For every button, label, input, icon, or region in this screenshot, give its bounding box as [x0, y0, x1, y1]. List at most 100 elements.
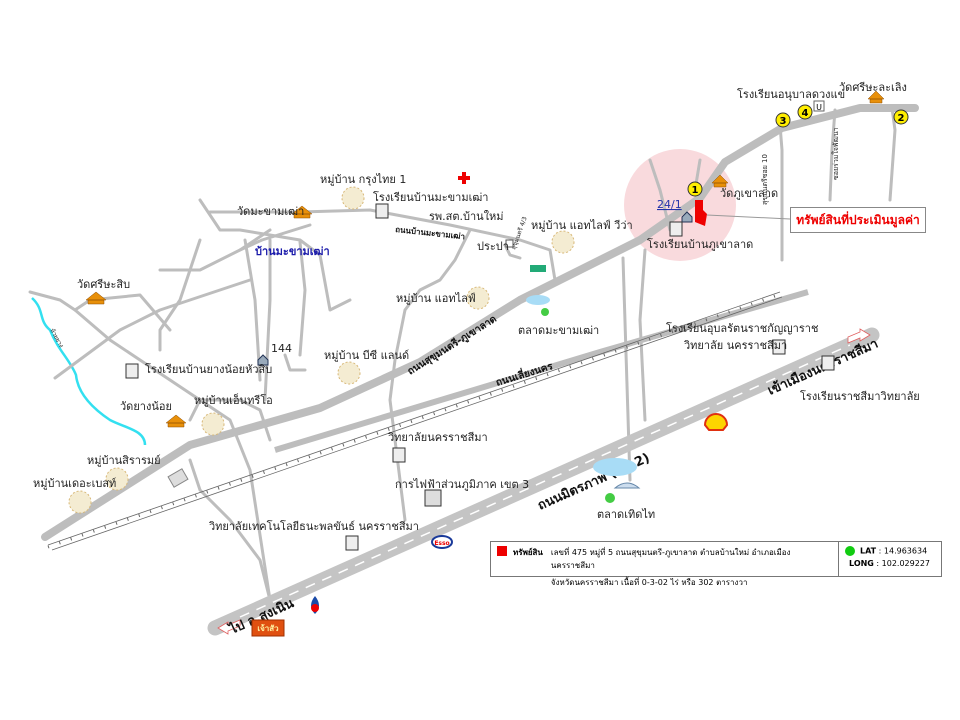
lat-label: LAT — [860, 546, 877, 556]
village-icon — [551, 230, 575, 254]
esso-icon — [431, 535, 453, 549]
water-works-icon — [505, 239, 514, 248]
cloud-icon — [593, 458, 637, 476]
school-icon — [392, 447, 406, 463]
shrine-label: เจ้าสัว — [257, 623, 279, 633]
pea-icon — [424, 489, 442, 507]
school-icons — [125, 203, 835, 551]
label-water-works: ประปา — [477, 240, 509, 253]
long-value: 102.029227 — [881, 559, 931, 568]
school-icon — [345, 535, 359, 551]
minor-roads — [28, 106, 897, 602]
temple-icons — [85, 90, 885, 428]
village-icon — [105, 467, 129, 491]
soi-10-label: สุขุมนตรีซอย 10 — [761, 154, 769, 205]
temple-icon — [165, 414, 187, 428]
marker-4: 4 — [802, 108, 809, 119]
label-village-krungthai: หมู่บ้าน กรุงไทย 1 — [320, 173, 406, 186]
bypass-label: ถนนเลี่ยงนคร — [494, 358, 555, 389]
arrow-right-icon — [847, 328, 871, 344]
label-wat-phu-khao-lat: วัดภูเขาลาด — [720, 187, 778, 200]
marker-3: 3 — [780, 116, 787, 127]
house-icon — [257, 354, 269, 366]
property-pointer-line — [706, 214, 791, 220]
school-icon — [125, 363, 139, 379]
village-icon — [466, 286, 490, 310]
label-village-n3o: หมู่บ้านเอ็นทรีโอ — [194, 393, 273, 407]
school-icon — [772, 339, 786, 355]
sukhumontri-label: ถนนสุขุมนตรี-ภูเขาลาด — [405, 313, 499, 379]
station-icon — [167, 468, 189, 488]
label-village-sirarom: หมู่บ้านสิรารมย์ — [87, 454, 161, 467]
legend-coordinates: LAT : 14.963634 LONG : 102.029227 — [839, 542, 941, 576]
label-makham-market: ตลาดมะขามเฒ่า — [518, 324, 599, 337]
umbrella-icon — [613, 482, 641, 489]
legend: ทรัพย์สิน เลขที่ 475 หมู่ที่ 5 ถนนสุขุมน… — [490, 541, 942, 587]
ptt-icon-dot — [311, 604, 319, 612]
label-wat-sri-sa-sip: วัดศรีษะสิบ — [77, 278, 130, 291]
temple-icon — [867, 90, 885, 104]
temple-icon — [711, 174, 729, 188]
label-ubon-school: โรงเรียนอุบลรัตนราชกัญญาราช — [666, 321, 818, 335]
village-icon — [337, 361, 361, 385]
label-makham-school: โรงเรียนบ้านมะขามเฒ่า — [373, 190, 488, 204]
shop-icon — [530, 265, 546, 272]
village-icons — [68, 186, 575, 514]
soi-ruam-label: ซอยร่วมใจพัฒนา — [831, 127, 840, 180]
school-icon — [821, 355, 835, 371]
property-marker — [695, 200, 707, 226]
label-ubon-school-2: วิทยาลัย นครราชสีมา — [683, 339, 787, 352]
village-icon — [68, 490, 92, 514]
label-pea: การไฟฟ้าส่วนภูมิภาค เขต 3 — [395, 478, 529, 491]
house-number: 144 — [271, 342, 292, 355]
legend-address: ทรัพย์สิน เลขที่ 475 หมู่ที่ 5 ถนนสุขุมน… — [491, 542, 839, 587]
label-wat-yang-noi: วัดยางน้อย — [120, 400, 172, 413]
temple-icon — [291, 205, 313, 219]
label-village-bc-land: หมู่บ้าน บีซี แลนด์ — [324, 349, 409, 362]
arrow-left-icon — [217, 619, 241, 635]
label-village-atlife: หมู่บ้าน แอทไลฟ์ — [396, 292, 476, 305]
label-village-the-best: หมู่บ้านเดอะเบสท์ — [33, 477, 116, 490]
school-icon — [375, 203, 389, 219]
markers: 1 2 3 4 U — [687, 100, 909, 197]
shrine-icon — [251, 619, 285, 637]
house-icon — [681, 211, 693, 223]
market-icon — [541, 308, 549, 316]
sukhumontri-road — [41, 104, 919, 541]
label-ratchasima-school: โรงเรียนราชสีมาวิทยาลัย — [800, 389, 920, 403]
label-wat-sri-lasoeng: วัดศรีษะละเลิง — [839, 81, 907, 94]
long-label: LONG — [849, 559, 874, 568]
lat-value: 14.963634 — [883, 546, 928, 556]
gps-icon — [845, 546, 855, 556]
school-icon — [669, 221, 683, 237]
legend-title: ทรัพย์สิน — [513, 548, 543, 557]
label-health-center: รพ.สต.บ้านใหม่ — [429, 210, 504, 223]
legend-line-1: เลขที่ 475 หมู่ที่ 5 ถนนสุขุมนตรี-ภูเขาล… — [550, 548, 791, 570]
railway — [47, 291, 783, 551]
label-yang-noi-school: โรงเรียนบ้านยางน้อยหัวสิบ — [145, 362, 272, 376]
market-icon — [605, 493, 615, 503]
property-number: 24/1 — [657, 198, 682, 211]
legend-line-2: จังหวัดนครราชสีมา เนื้อที่ 0-3-02 ไร่ หร… — [550, 578, 748, 587]
temple-icon — [85, 291, 107, 305]
marker-1: 1 — [692, 185, 699, 196]
label-anuban-school: โรงเรียนอนุบาลดวงแข — [737, 87, 845, 101]
label-village-atlife-viva: หมู่บ้าน แอทไลฟ์ วีว่า — [531, 219, 633, 232]
village-icon — [201, 412, 225, 436]
shell-icon — [703, 413, 729, 431]
property-label-box: ทรัพย์สินที่ประเมินมูลค่า — [790, 207, 926, 233]
hospital-icon — [458, 172, 470, 184]
label-wat-makham: วัดมะขามเฒ่า — [237, 205, 304, 218]
esso-label: Esso — [434, 540, 449, 547]
u-turn-label: U — [816, 103, 822, 112]
stream — [31, 297, 147, 446]
village-icon — [341, 186, 365, 210]
marker-2: 2 — [898, 113, 905, 124]
label-nakhon-college: วิทยาลัยนครราชสีมา — [387, 431, 488, 444]
misc-icons: Esso เจ้าสัว — [167, 172, 729, 637]
mittraphap-highway — [207, 327, 880, 636]
cloud-icon — [526, 295, 550, 305]
stream-label: ห้วยยาง — [48, 328, 64, 349]
label-phu-khao-lat-school: โรงเรียนบ้านภูเขาลาด — [647, 237, 753, 251]
